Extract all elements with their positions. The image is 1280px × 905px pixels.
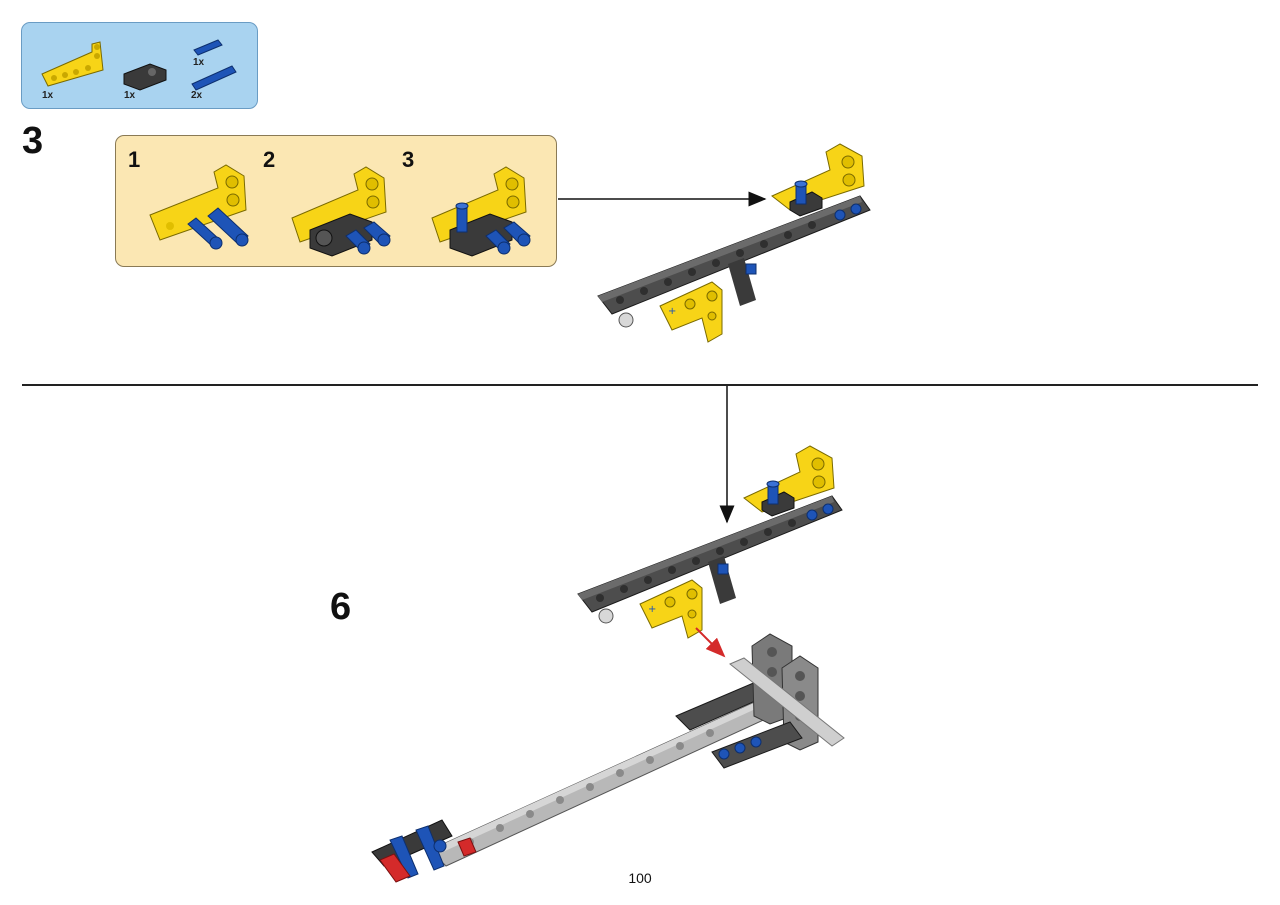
svg-text:+: + bbox=[648, 604, 656, 615]
blue-short-pin-icon bbox=[193, 39, 223, 56]
step-6-upper-assembly: + bbox=[577, 445, 843, 639]
step-number: 6 bbox=[330, 586, 352, 628]
substep-1-illustration bbox=[149, 164, 249, 250]
substep-number: 3 bbox=[402, 147, 415, 172]
blue-long-pin-icon bbox=[191, 65, 237, 91]
yellow-bent-beam-icon bbox=[41, 41, 104, 87]
substep-3-illustration bbox=[431, 166, 531, 257]
page-number: 100 bbox=[628, 870, 652, 886]
insert-arrow bbox=[695, 627, 726, 658]
step-number: 3 bbox=[22, 120, 44, 162]
qty-label: 1x bbox=[193, 57, 205, 68]
substep-number: 1 bbox=[128, 147, 141, 172]
substep-2-illustration bbox=[291, 166, 391, 257]
section-divider bbox=[22, 384, 1258, 386]
qty-label: 2x bbox=[191, 90, 203, 101]
substep-number: 2 bbox=[263, 147, 276, 172]
black-connector-icon bbox=[123, 63, 167, 91]
qty-label: 1x bbox=[42, 90, 54, 101]
step-3-assembly: + bbox=[597, 143, 871, 343]
qty-label: 1x bbox=[124, 90, 136, 101]
svg-text:+: + bbox=[668, 306, 676, 317]
step-6-lower-assembly bbox=[371, 633, 845, 883]
